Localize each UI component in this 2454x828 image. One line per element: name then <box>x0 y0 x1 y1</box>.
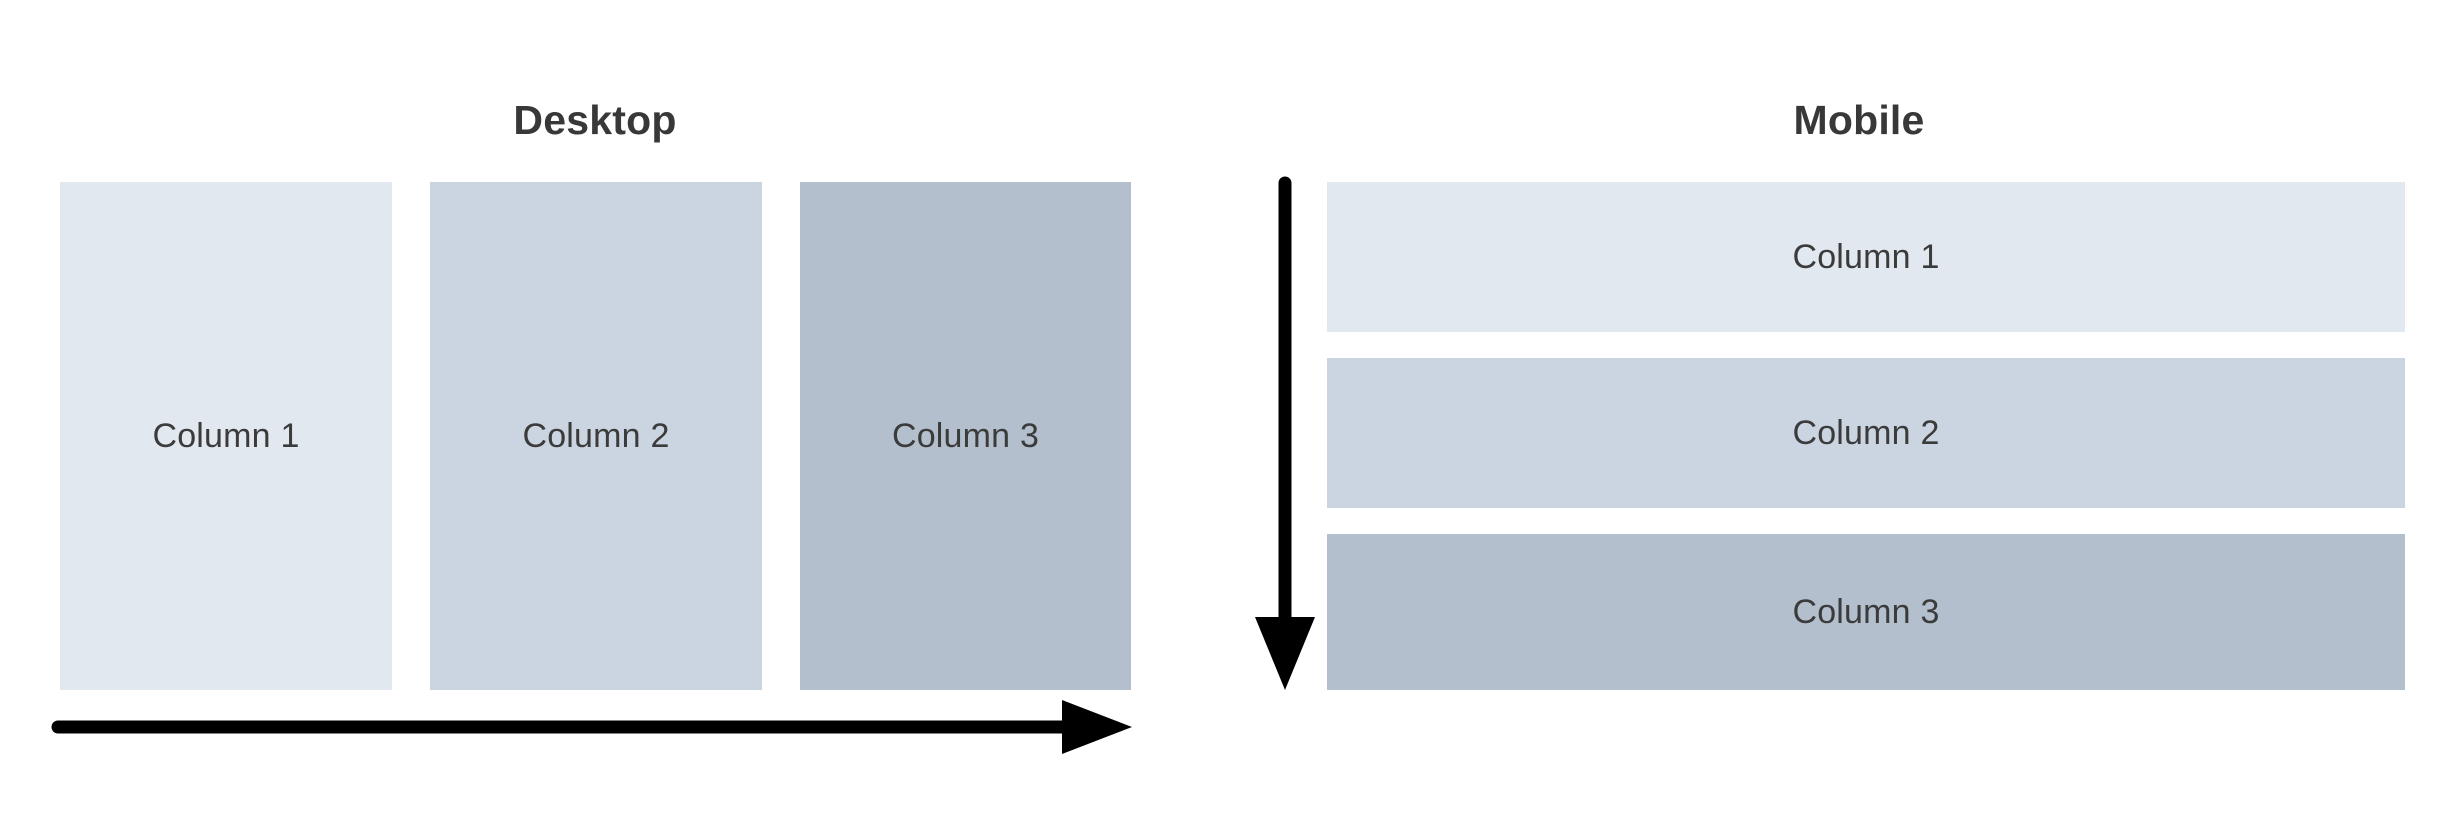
mobile-row-2-label: Column 2 <box>1792 413 1940 452</box>
desktop-column-3-label: Column 3 <box>891 416 1040 455</box>
desktop-column-2: Column 2 <box>430 182 762 690</box>
horizontal-flow-arrow-icon <box>51 700 1132 754</box>
desktop-column-1-label: Column 1 <box>152 416 300 455</box>
mobile-row-3-label: Column 3 <box>1792 592 1940 631</box>
vertical-flow-arrow-icon <box>1255 176 1315 690</box>
desktop-section-title: Desktop <box>513 97 677 143</box>
mobile-row-1: Column 1 <box>1327 182 2405 332</box>
desktop-column-2-label: Column 2 <box>522 416 670 455</box>
desktop-column-3: Column 3 <box>800 182 1131 690</box>
mobile-row-1-label: Column 1 <box>1792 237 1940 276</box>
mobile-row-3: Column 3 <box>1327 534 2405 690</box>
desktop-column-1: Column 1 <box>60 182 392 690</box>
mobile-section-title: Mobile <box>1793 97 1925 143</box>
mobile-row-2: Column 2 <box>1327 358 2405 508</box>
